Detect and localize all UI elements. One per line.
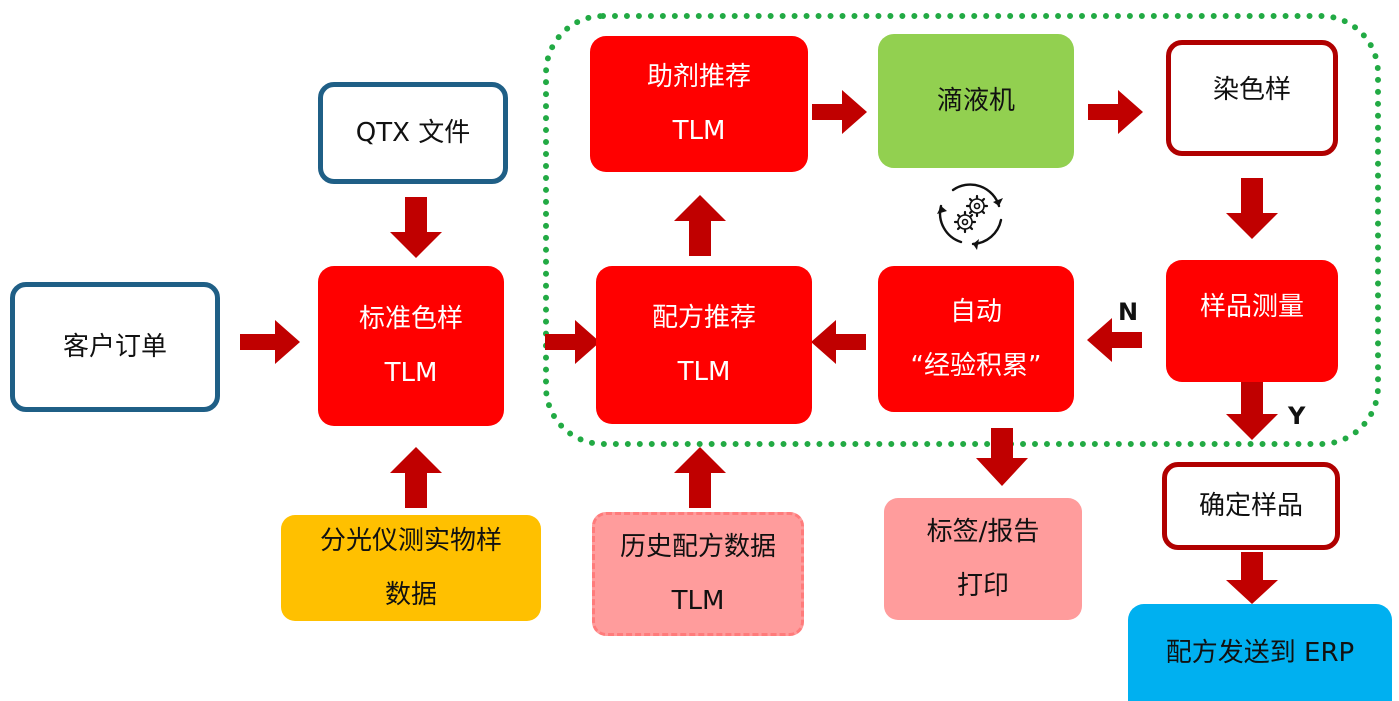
standard-sample-label: 标准色样 (358, 304, 463, 334)
confirm-sample-node: 确定样品 (1162, 462, 1340, 550)
dispenser-node: 滴液机 (878, 34, 1074, 168)
qtx-file-label: QTX 文件 (355, 118, 471, 148)
formula-recommend-node: 配方推荐 TLM (596, 266, 812, 424)
standard-sample-node: 标准色样 TLM (318, 266, 504, 426)
send-erp-label: 配方发送到 ERP (1165, 637, 1355, 668)
history-formula-node: 历史配方数据 TLM (592, 512, 804, 636)
auto-line2: “经验积累” (910, 351, 1042, 381)
confirm-sample-label: 确定样品 (1198, 491, 1303, 521)
label-report-node: 标签/报告 打印 (884, 498, 1082, 620)
history-formula-label: 历史配方数据 (619, 532, 776, 562)
standard-sample-sub: TLM (384, 358, 438, 388)
arrow-spectro-to-standard (390, 447, 442, 508)
spectro-data-line2: 数据 (384, 580, 437, 610)
sample-measure-node: 样品测量 (1166, 260, 1338, 382)
arrow-qtx-to-standard (390, 197, 442, 258)
auxiliary-recommend-label: 助剂推荐 (646, 62, 751, 92)
arrow-order-to-standard (240, 320, 300, 364)
qtx-file-node: QTX 文件 (318, 82, 508, 184)
formula-recommend-label: 配方推荐 (651, 303, 756, 333)
auxiliary-recommend-node: 助剂推荐 TLM (590, 36, 808, 172)
formula-recommend-sub: TLM (677, 357, 731, 387)
label-report-line1: 标签/报告 (926, 517, 1040, 547)
dyed-sample-node: 染色样 (1166, 40, 1338, 156)
auxiliary-recommend-sub: TLM (672, 116, 726, 146)
sample-measure-label: 样品测量 (1199, 292, 1304, 322)
history-formula-sub: TLM (671, 586, 725, 616)
arrow-confirm-to-erp (1226, 552, 1278, 604)
dyed-sample-label: 染色样 (1212, 75, 1291, 105)
send-erp-node: 配方发送到 ERP (1128, 604, 1392, 701)
edge-label-yes: Y (1288, 402, 1306, 430)
gear-cycle-icon (937, 183, 1003, 250)
arrow-history-to-formula (674, 447, 726, 508)
customer-order-node: 客户订单 (10, 282, 220, 412)
label-report-line2: 打印 (956, 571, 1009, 601)
auto-accumulation-node: 自动 “经验积累” (878, 266, 1074, 412)
auto-line1: 自动 (949, 297, 1002, 327)
customer-order-label: 客户订单 (62, 332, 167, 362)
edge-label-no: N (1118, 298, 1139, 326)
spectro-data-node: 分光仪测实物样 数据 (281, 515, 541, 621)
dispenser-label: 滴液机 (936, 86, 1015, 116)
automation-loop-region (543, 13, 1381, 447)
spectro-data-line1: 分光仪测实物样 (319, 526, 502, 556)
